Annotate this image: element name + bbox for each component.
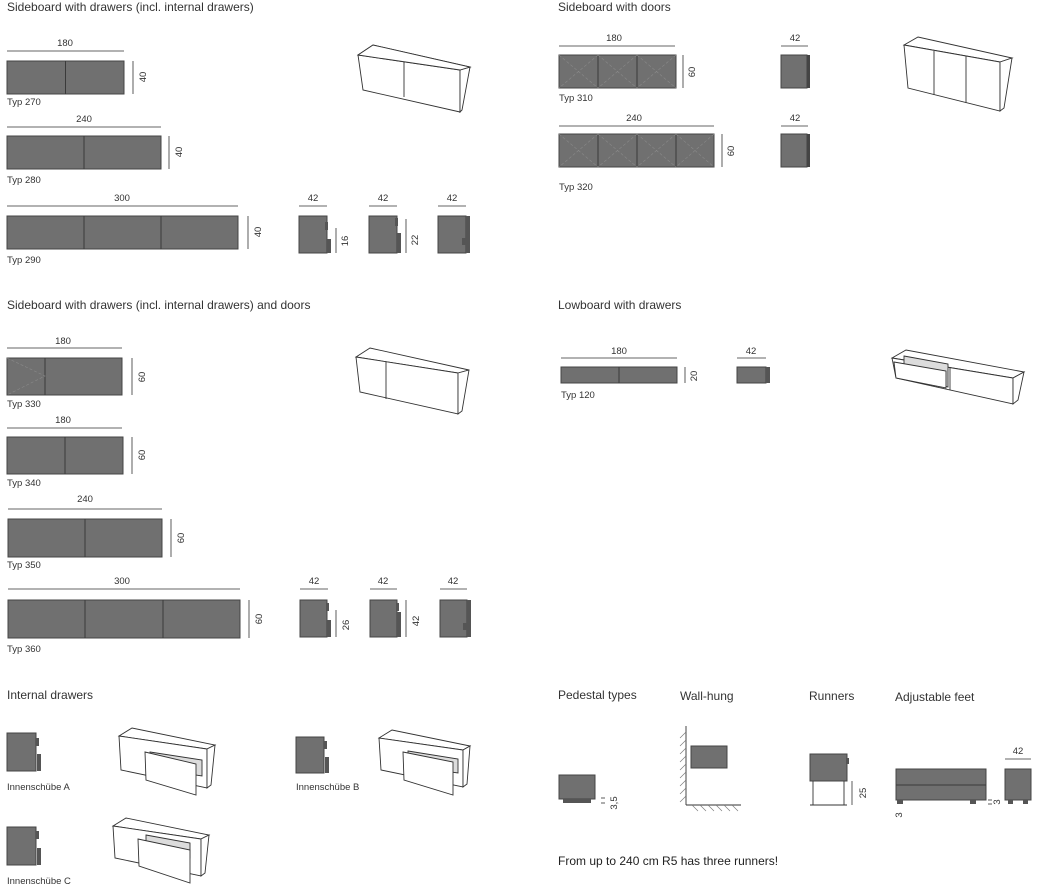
svg-text:40: 40	[174, 147, 185, 158]
svg-text:300: 300	[114, 193, 130, 204]
side-profile-drawer-22: 42 22	[368, 193, 421, 254]
typ-310-front: 180 60 Typ 310	[558, 33, 698, 104]
svg-text:Typ 120: Typ 120	[561, 390, 595, 401]
iso-sideboard-drawers-doors	[354, 347, 470, 415]
typ-360-front: 300 60 Typ 360	[7, 576, 265, 655]
iso-sideboard-doors	[902, 36, 1014, 112]
svg-text:Typ 320: Typ 320	[559, 182, 593, 193]
svg-text:Typ 280: Typ 280	[7, 175, 41, 186]
svg-text:60: 60	[254, 614, 265, 625]
svg-text:240: 240	[626, 113, 642, 124]
typ-340-front: 180 60 Typ 340	[6, 415, 148, 489]
height-label: 40	[138, 72, 149, 83]
svg-text:42: 42	[790, 33, 801, 44]
svg-text:Typ 340: Typ 340	[7, 478, 41, 489]
svg-text:Innenschübe C: Innenschübe C	[7, 876, 71, 887]
svg-text:42: 42	[746, 346, 757, 357]
svg-text:42: 42	[378, 576, 389, 587]
typ-120-front: 180 20 Typ 120	[560, 346, 700, 401]
side-profile-drawer-26: 42 26	[299, 576, 352, 638]
svg-text:60: 60	[137, 372, 148, 383]
typ-290-front: 300 40 Typ 290	[6, 193, 264, 266]
iso-internal-drawer-c	[111, 817, 211, 884]
svg-text:180: 180	[606, 33, 622, 44]
svg-text:60: 60	[687, 67, 698, 78]
svg-text:42: 42	[308, 193, 319, 204]
svg-text:16: 16	[340, 236, 351, 247]
width-label: 180	[57, 38, 73, 49]
pedestal-wall-hung	[679, 726, 741, 812]
internal-drawer-a: Innenschübe A	[6, 732, 71, 793]
svg-text:26: 26	[341, 620, 352, 631]
typ-330-front: 180 60 Typ 330	[6, 336, 148, 410]
svg-text:40: 40	[253, 227, 264, 238]
pedestal-adjustable-feet-side: 42 3	[988, 746, 1032, 805]
svg-text:42: 42	[447, 193, 458, 204]
internal-drawer-b: Innenschübe B	[295, 736, 359, 793]
pedestal-runners: 25	[809, 753, 869, 806]
section-heading-internal-drawers: Internal drawers	[7, 688, 93, 702]
typ-350-front: 240 60 Typ 350	[7, 494, 187, 571]
pedestal-plinth: 3,5	[558, 774, 620, 810]
svg-text:180: 180	[55, 336, 71, 347]
typ-320-front: 240 60 Typ 320	[558, 113, 737, 193]
iso-lowboard-drawer-open	[890, 349, 1026, 405]
svg-text:42: 42	[378, 193, 389, 204]
svg-text:60: 60	[726, 146, 737, 157]
section-heading-lowboard: Lowboard with drawers	[558, 298, 681, 312]
type-label: Typ 270	[7, 97, 41, 108]
svg-text:60: 60	[137, 450, 148, 461]
svg-text:25: 25	[858, 788, 869, 799]
iso-internal-drawer-b	[377, 729, 472, 796]
svg-text:Typ 330: Typ 330	[7, 399, 41, 410]
svg-text:Typ 360: Typ 360	[7, 644, 41, 655]
section-heading-sideboard-drawers: Sideboard with drawers (incl. internal d…	[7, 0, 254, 14]
iso-sideboard-drawers	[356, 44, 472, 114]
typ-280-front: 240 40 Typ 280	[6, 114, 185, 186]
svg-text:180: 180	[55, 415, 71, 426]
side-profile-lowboard: 42	[736, 346, 770, 384]
svg-text:300: 300	[114, 576, 130, 587]
svg-text:3: 3	[992, 799, 1003, 804]
section-heading-sideboard-drawers-doors: Sideboard with drawers (incl. internal d…	[7, 298, 310, 312]
section-heading-sideboard-doors: Sideboard with doors	[558, 0, 671, 14]
section-heading-pedestal-types: Pedestal types	[558, 688, 637, 702]
svg-text:240: 240	[76, 114, 92, 125]
side-profile-door: 42	[437, 193, 470, 254]
section-heading-wall-hung: Wall-hung	[680, 689, 734, 703]
svg-text:3: 3	[894, 812, 905, 817]
svg-text:180: 180	[611, 346, 627, 357]
internal-drawer-c: Innenschübe C	[6, 826, 71, 887]
svg-text:3,5: 3,5	[609, 796, 620, 809]
svg-text:Innenschübe A: Innenschübe A	[7, 782, 71, 793]
side-profile-door-320: 42	[780, 113, 810, 168]
svg-text:60: 60	[176, 533, 187, 544]
pedestal-adjustable-feet: 3	[894, 768, 987, 818]
svg-text:Typ 350: Typ 350	[7, 560, 41, 571]
svg-text:42: 42	[448, 576, 459, 587]
section-heading-runners: Runners	[809, 689, 854, 703]
svg-text:22: 22	[410, 235, 421, 246]
iso-internal-drawer-a	[117, 727, 217, 796]
svg-text:42: 42	[411, 616, 422, 627]
side-profile-drawer-16: 42 16	[298, 193, 351, 254]
svg-text:42: 42	[309, 576, 320, 587]
svg-text:Typ 290: Typ 290	[7, 255, 41, 266]
svg-text:42: 42	[1013, 746, 1024, 757]
typ-270-front: 180 40 Typ 270	[6, 38, 149, 108]
side-profile-drawer-42: 42 42	[369, 576, 422, 638]
svg-text:240: 240	[77, 494, 93, 505]
runners-note: From up to 240 cm R5 has three runners!	[558, 854, 778, 868]
section-heading-adjustable-feet: Adjustable feet	[895, 690, 975, 704]
svg-text:42: 42	[790, 113, 801, 124]
side-profile-door-310: 42	[780, 33, 810, 89]
side-profile-door-360: 42	[439, 576, 471, 638]
svg-text:Innenschübe B: Innenschübe B	[296, 782, 359, 793]
svg-text:20: 20	[689, 371, 700, 382]
svg-text:Typ 310: Typ 310	[559, 93, 593, 104]
